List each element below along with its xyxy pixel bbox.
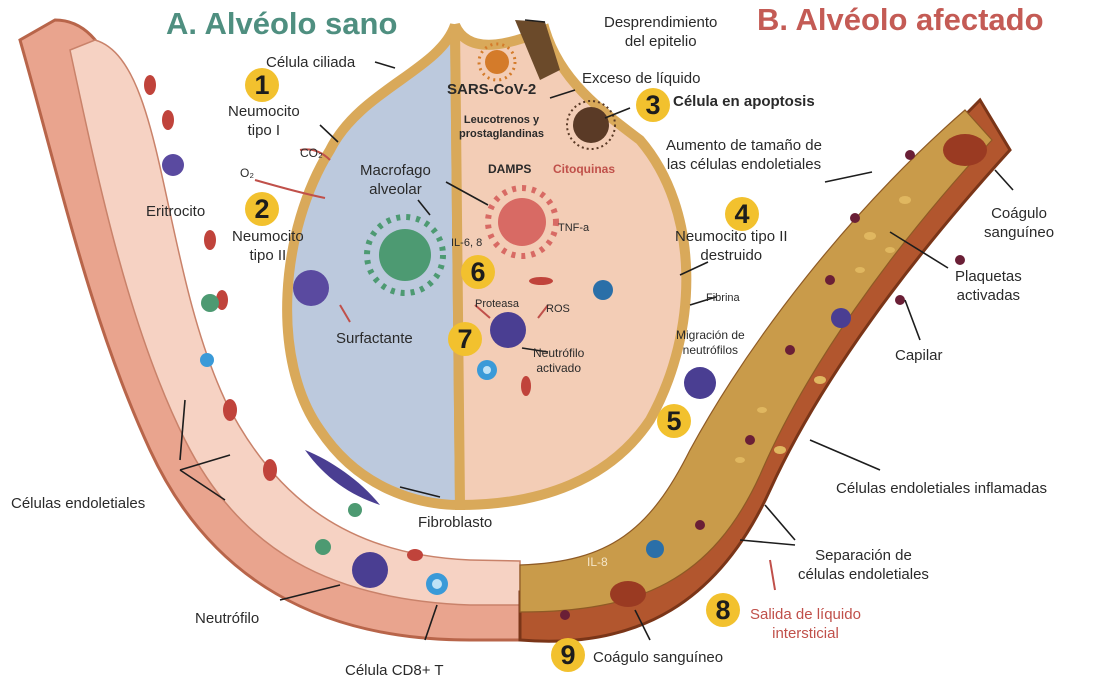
affected-alveolus-title: B. Alvéolo afectado [757,2,1044,38]
leukotrienes-label: Leucotrenos y prostaglandinas [459,114,544,142]
blood-clot-right-label: Coágulo sanguíneo [984,205,1054,243]
tnf-a-label: TNF-a [558,222,589,236]
epithelium-detachment-label: Desprendimiento del epitelio [604,14,717,52]
o2-label: O₂ [240,166,254,181]
migrating-neutrophil-cell [684,367,716,399]
fibroblast-label: Fibroblasto [418,514,492,533]
damps-label: DAMPS [488,162,531,177]
ciliated-cell-label: Célula ciliada [266,54,355,73]
apoptotic-cell-label: Célula en apoptosis [673,93,815,112]
alveolar-macrophage-label: Macrofago alveolar [360,162,431,200]
ros-label: ROS [546,303,570,317]
type2-destroyed-label: Neumocito tipo II destruido [675,228,788,266]
sars-cov-2-label: SARS-CoV-2 [447,81,536,100]
surfactant-label: Surfactante [336,330,413,349]
cd8-t-cell-label: Célula CD8+ T [345,662,444,681]
blood-clot-top-right [943,134,987,166]
step-badge-3: 3 [636,88,670,122]
il8-label: IL-8 [587,555,608,570]
alveolus-healthy-half [287,25,460,505]
step-badge-4: 4 [725,197,759,231]
activated-platelets-label: Plaquetas activadas [955,268,1022,306]
lymphocyte-cell [477,360,497,380]
lymphocyte-cell [200,353,214,367]
right-neutrophil-cell [831,308,851,328]
cd8-t-cell [426,573,448,595]
excess-fluid-label: Exceso de líquido [582,70,700,89]
step-badge-8: 8 [706,593,740,627]
neutrophil-migration-label: Migración de neutrófilos [676,328,745,358]
wall-neutrophil-cell [162,154,184,176]
step-badge-1: 1 [245,68,279,102]
neutrophil-label: Neutrófilo [195,610,259,629]
cytokines-label: Citoquinas [553,162,615,177]
fluid-exit-label: Salida de líquido intersticial [750,606,861,644]
type2-pneumocyte-label: Neumocito tipo II [232,228,304,266]
type1-pneumocyte-label: Neumocito tipo I [228,103,300,141]
step-badge-9: 9 [551,638,585,672]
inflamed-endothelial-label: Células endoletiales inflamadas [836,480,1047,499]
bottom-neutrophil-cell [352,552,388,588]
activated-neutrophil-cell [490,312,526,348]
fibrin-label: Fibrina [706,292,740,306]
co2-label: CO₂ [300,146,323,161]
lymphocyte-cell [646,540,664,558]
step-badge-6: 6 [461,255,495,289]
endothelial-enlargement-label: Aumento de tamaño de las células endolet… [666,137,822,175]
blood-clot-bottom-label: Coágulo sanguíneo [593,649,723,668]
step-badge-2: 2 [245,192,279,226]
healthy-alveolus-title: A. Alvéolo sano [166,6,397,42]
il6-8-label: IL-6, 8 [451,237,482,251]
step-badge-5: 5 [657,404,691,438]
capillary-label: Capilar [895,347,943,366]
step-badge-7: 7 [448,322,482,356]
activated-neutrophil-label: Neutrófilo activado [533,346,584,376]
type2-pneumocyte-cell [293,270,329,306]
endothelial-separation-label: Separación de células endoletiales [798,547,929,585]
blood-clot-bottom [610,581,646,607]
protease-label: Proteasa [475,298,519,312]
lymphocyte-cell [593,280,613,300]
endothelial-cells-label: Células endoletiales [11,495,145,514]
erythrocyte-label: Eritrocito [146,203,205,222]
